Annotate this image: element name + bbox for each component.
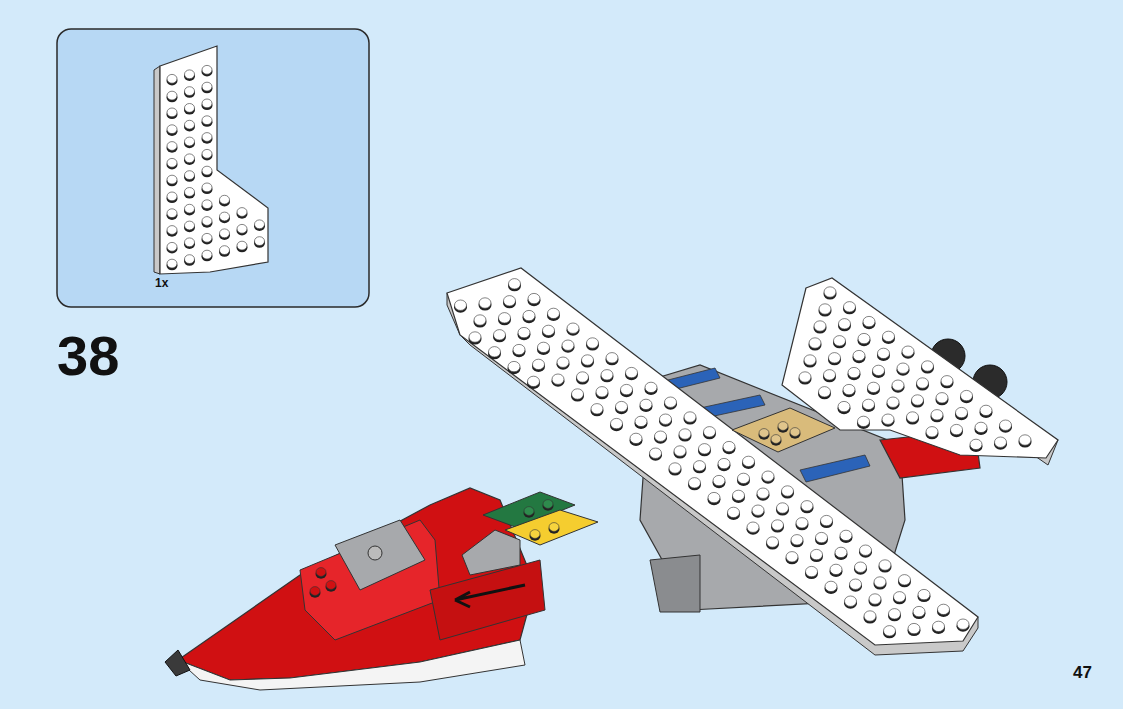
studs (167, 65, 266, 270)
studs (530, 523, 560, 541)
wedge-plate (154, 46, 268, 274)
studs (799, 287, 1032, 452)
studs (310, 568, 337, 598)
page-number: 47 (1073, 664, 1092, 681)
studs (454, 279, 970, 639)
part-callout-frame (57, 29, 369, 307)
part-count: 1x (155, 276, 168, 290)
studs (524, 500, 554, 518)
part-callout: 1x (57, 29, 369, 307)
studs (759, 422, 801, 446)
step-number: 38 (57, 328, 119, 384)
jet-model (165, 268, 1058, 690)
